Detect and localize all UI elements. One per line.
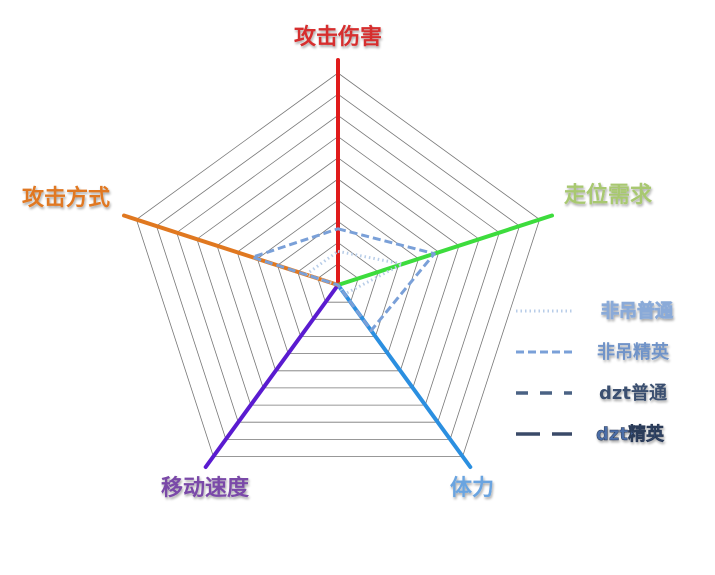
grid-ring-7 bbox=[196, 136, 480, 406]
grid-ring-5 bbox=[236, 178, 440, 372]
axis-label-2: 体力 bbox=[450, 476, 494, 501]
series-0 bbox=[304, 249, 404, 296]
legend-label-0: 非吊普通 bbox=[601, 300, 673, 322]
grid-ring-2 bbox=[297, 242, 379, 320]
axis-label-0: 攻击伤害 bbox=[294, 24, 382, 50]
radar-axes bbox=[122, 58, 554, 469]
legend-label-3: dzt精英 bbox=[596, 423, 665, 445]
axis-line-3 bbox=[203, 283, 340, 469]
series-1 bbox=[250, 227, 436, 332]
legend-label-1: 非吊精英 bbox=[597, 341, 670, 363]
axis-label-1: 走位需求 bbox=[564, 182, 652, 208]
grid-ring-10 bbox=[135, 72, 541, 457]
axis-label-4: 攻击方式 bbox=[22, 185, 110, 211]
radar-grid bbox=[135, 72, 541, 457]
grid-ring-9 bbox=[156, 93, 520, 440]
grid-ring-8 bbox=[176, 114, 500, 423]
grid-ring-4 bbox=[256, 199, 420, 355]
grid-ring-3 bbox=[277, 220, 399, 337]
axis-label-3: 移动速度 bbox=[161, 475, 250, 501]
radar-series bbox=[250, 227, 436, 332]
axis-line-1 bbox=[336, 213, 554, 287]
grid-ring-1 bbox=[317, 263, 359, 303]
grid-ring-6 bbox=[216, 157, 460, 389]
legend-label-2: dzt普通 bbox=[599, 382, 667, 404]
